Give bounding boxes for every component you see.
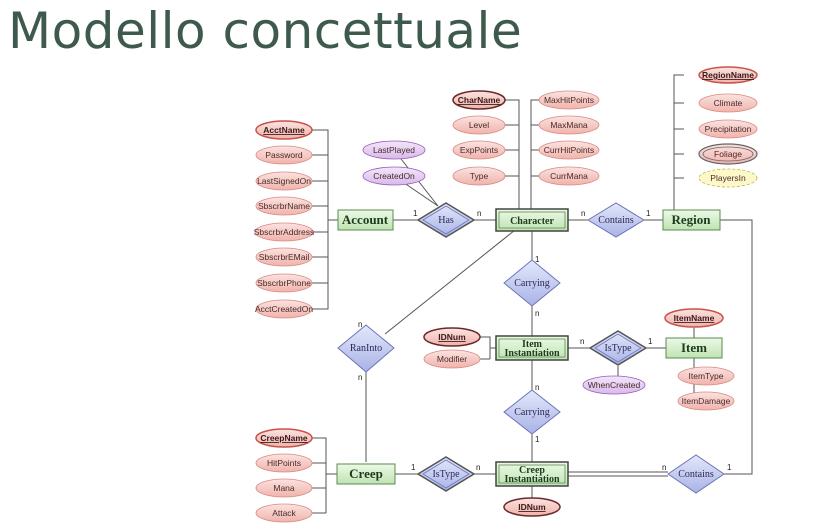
card-raninto-creep: n (358, 373, 362, 382)
card-carrying-creep-inst: 1 (535, 435, 540, 444)
relationship-has-label: Has (438, 215, 454, 226)
attr-level: Level (469, 120, 489, 130)
relationship-contains-top-label: Contains (598, 215, 634, 226)
istype-item-attributes: WhenCreated (582, 375, 646, 395)
slide-title: Modello concettuale (8, 2, 523, 60)
attr-acctname: AcctName (263, 125, 305, 135)
attr-regionname: RegionName (702, 70, 754, 80)
card-creep-istype: 1 (411, 463, 416, 472)
card-character-carrying: 1 (535, 255, 540, 264)
card-item-inst-istype: n (580, 337, 584, 346)
entity-creep-label: Creep (349, 466, 383, 481)
attr-maxhitpoints: MaxHitPoints (544, 95, 594, 105)
entity-creep-instantiation-label-2: Instantiation (504, 474, 559, 485)
relationship-istype-item-label: IsType (604, 343, 632, 354)
creep-instantiation-attributes: IDNum (503, 497, 561, 517)
card-character-contains: n (581, 209, 585, 218)
account-attributes: AcctName Password LastSignedOn SbscrbrNa… (254, 120, 314, 319)
relationship-has: Has (416, 202, 476, 238)
entity-character-label: Character (510, 216, 554, 227)
card-item-inst-carrying: n (535, 383, 539, 392)
attr-mana: Mana (273, 483, 295, 493)
attr-climate: Climate (714, 98, 743, 108)
attr-sbscrbraddress: SbscrbrAddress (254, 227, 314, 237)
creep-attributes: CreepName HitPoints Mana Attack (255, 428, 313, 523)
entity-region-label: Region (672, 212, 712, 227)
attr-hitpoints: HitPoints (267, 458, 301, 468)
attr-type: Type (470, 171, 489, 181)
attr-lastplayed: LastPlayed (373, 145, 415, 155)
attr-attack: Attack (272, 508, 296, 518)
entity-creep-instantiation: Creep Instantiation (495, 461, 569, 487)
attr-modifier: Modifier (437, 354, 467, 364)
entity-region: Region (662, 209, 721, 231)
relationship-carrying-2-label: Carrying (514, 407, 550, 418)
card-carrying-item-inst: n (535, 309, 539, 318)
entity-account-label: Account (342, 212, 389, 227)
relationship-raninto: RanInto (337, 324, 395, 373)
card-istype-item: 1 (648, 337, 653, 346)
attr-currhitpoints: CurrHitPoints (544, 145, 595, 155)
entity-item-label: Item (681, 340, 707, 355)
attr-precipitation: Precipitation (705, 124, 752, 134)
attr-itemdamage: ItemDamage (682, 396, 731, 406)
relationship-contains-bottom: Contains (667, 454, 725, 494)
entity-creep-instantiation-label-1: Creep (519, 465, 545, 476)
entity-item-instantiation-label-1: Item (522, 339, 543, 350)
attr-sbscrbrname: SbscrbrName (258, 201, 310, 211)
relationship-contains-top: Contains (587, 202, 645, 238)
relationship-istype-item: IsType (588, 330, 648, 366)
attr-idnum-item: IDNum (438, 332, 466, 342)
relationship-carrying-2: Carrying (503, 389, 561, 435)
attr-itemname: ItemName (674, 313, 715, 323)
card-creep-inst-contains: n (662, 463, 666, 472)
attr-acctcreatedon: AcctCreatedOn (255, 304, 313, 314)
item-instantiation-attributes: IDNum Modifier (423, 327, 481, 369)
entity-character: Character (495, 208, 569, 232)
attr-creepname: CreepName (260, 433, 308, 443)
character-attributes: CharName Level ExpPoints Type MaxHitPoin… (452, 90, 600, 186)
relationship-contains-bottom-label: Contains (678, 469, 714, 480)
entity-creep: Creep (336, 463, 396, 485)
relationship-istype-creep-label: IsType (432, 469, 460, 480)
attr-password: Password (265, 150, 303, 160)
entity-item-instantiation-label-2: Instantiation (504, 348, 559, 359)
attr-charname: CharName (458, 95, 501, 105)
attr-createdon: CreatedOn (373, 171, 415, 181)
attr-playersin: PlayersIn (710, 173, 746, 183)
attr-lastsignedon: LastSignedOn (257, 176, 311, 186)
relationship-istype-creep: IsType (416, 456, 476, 492)
attr-sbscrbrphone: SbscrbrPhone (257, 278, 311, 288)
item-attributes: ItemName ItemType ItemDamage (664, 308, 735, 411)
relationship-carrying-1: Carrying (503, 259, 561, 307)
attr-currmana: CurrMana (550, 171, 588, 181)
relationship-carrying-1-label: Carrying (514, 278, 550, 289)
connector-lines (312, 74, 753, 514)
has-attributes: LastPlayed CreatedOn (362, 140, 426, 186)
entity-item-instantiation: Item Instantiation (495, 335, 569, 361)
region-attributes: RegionName Climate Precipitation Foliage… (698, 66, 758, 188)
attr-idnum-creep: IDNum (518, 502, 546, 512)
card-istype-creep-inst: n (476, 463, 480, 472)
entity-item: Item (665, 337, 723, 359)
card-account-has: 1 (413, 209, 418, 218)
card-contains-region-bottom: 1 (727, 463, 732, 472)
attr-sbscrbremail: SbscrbrEMail (259, 252, 310, 262)
cardinality-labels: 1 n n 1 1 n n 1 n 1 n n 1 n n 1 (358, 209, 732, 472)
card-has-character: n (477, 209, 481, 218)
attr-maxmana: MaxMana (550, 120, 588, 130)
attr-whencreated: WhenCreated (588, 380, 641, 390)
card-contains-region: 1 (646, 209, 651, 218)
card-character-raninto: n (358, 320, 362, 329)
attr-itemtype: ItemType (689, 371, 724, 381)
relationship-raninto-label: RanInto (350, 343, 382, 354)
attr-foliage: Foliage (714, 149, 742, 159)
attr-exppoints: ExpPoints (460, 145, 498, 155)
entity-account: Account (337, 209, 394, 231)
